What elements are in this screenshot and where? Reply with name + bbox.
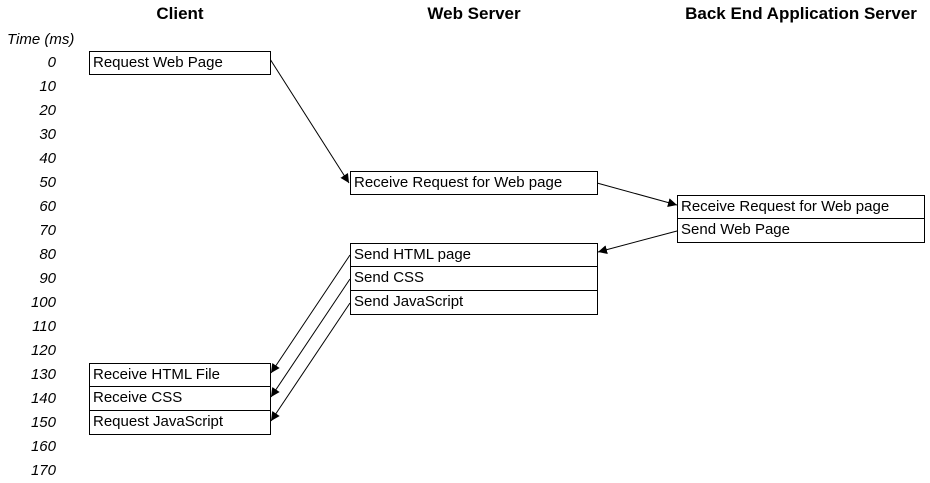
time-tick: 50 (39, 174, 56, 191)
time-tick: 140 (30, 390, 56, 407)
back-end-receive-request-box: Receive Request for Web page (677, 195, 925, 219)
time-tick: 150 (30, 414, 56, 431)
time-tick: 80 (39, 246, 56, 263)
back-end-column-heading: Back End Application Server (685, 4, 917, 23)
web-server-send-javascript-box: Send JavaScript (350, 290, 598, 315)
web-server-column-heading: Web Server (427, 4, 521, 23)
client-request-javascript-box: Request JavaScript (89, 410, 271, 435)
time-tick: 110 (32, 318, 56, 335)
time-tick: 170 (30, 462, 56, 479)
back-end-send-web-page-box: Send Web Page (677, 218, 925, 243)
time-tick: 120 (30, 342, 56, 359)
arrow-back-end-to-web-server (597, 230, 678, 255)
arrow-web-server-to-back-end (596, 182, 678, 207)
time-tick: 130 (30, 366, 56, 383)
web-server-receive-request-box: Receive Request for Web page (350, 171, 598, 195)
time-tick: 20 (39, 102, 56, 119)
arrow-request-to-web-server (269, 58, 350, 184)
web-server-send-html-box: Send HTML page (350, 243, 598, 267)
time-tick: 10 (39, 78, 56, 95)
arrow-js-to-client (270, 302, 351, 422)
arrow-html-to-client (270, 254, 351, 374)
time-tick: 100 (30, 294, 56, 311)
time-tick: 160 (30, 438, 56, 455)
time-tick: 40 (39, 150, 56, 167)
client-receive-css-box: Receive CSS (89, 386, 271, 411)
time-tick: 60 (39, 198, 56, 215)
time-tick: 0 (47, 54, 56, 71)
web-server-send-css-box: Send CSS (350, 266, 598, 291)
time-tick: 70 (39, 222, 56, 239)
arrow-css-to-client (270, 278, 351, 398)
client-receive-html-box: Receive HTML File (89, 363, 271, 387)
client-request-web-page-box: Request Web Page (89, 51, 271, 75)
client-column-heading: Client (156, 4, 204, 23)
time-tick: 90 (39, 270, 56, 287)
time-tick: 30 (39, 126, 56, 143)
time-axis-label: Time (ms) (7, 31, 75, 48)
